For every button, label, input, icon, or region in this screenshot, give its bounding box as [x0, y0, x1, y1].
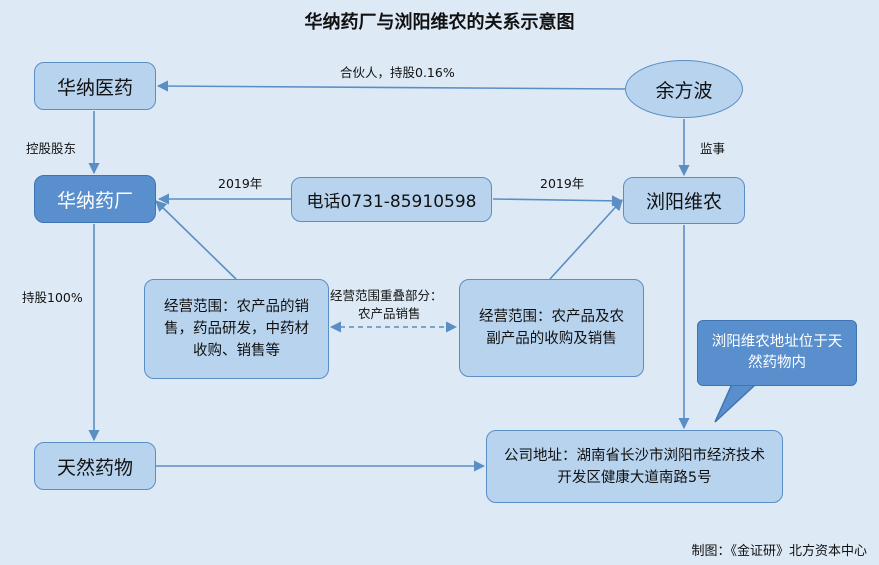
label-year-right: 2019年 — [540, 176, 585, 191]
node-yu-fangbo: 余方波 — [625, 60, 743, 118]
callout-note: 浏阳维农地址位于天然药物内 — [697, 320, 857, 386]
footer-credit: 制图：《金证研》北方资本中心 — [691, 544, 867, 559]
arrow-scope-weinong — [549, 199, 623, 280]
page-title: 华纳药厂与浏阳维农的关系示意图 — [304, 12, 575, 33]
label-year-left: 2019年 — [218, 176, 263, 191]
node-liuyang-weinong: 浏阳维农 — [623, 177, 745, 224]
node-address: 公司地址：湖南省长沙市浏阳市经济技术开发区健康大道南路5号 — [486, 430, 783, 503]
label-controlling: 控股股东 — [26, 141, 77, 156]
node-tianran-yaowu: 天然药物 — [34, 442, 156, 490]
node-scope-huana: 经营范围：农产品的销售，药品研发，中药材收购、销售等 — [144, 279, 329, 379]
label-hold100: 持股100% — [22, 290, 83, 305]
label-supervisor: 监事 — [700, 141, 726, 156]
label-overlap-line1: 经营范围重叠部分： — [330, 288, 443, 303]
arrow-partner — [156, 80, 626, 92]
node-phone: 电话0731-85910598 — [291, 177, 492, 222]
node-scope-weinong: 经营范围：农产品及农副产品的收购及销售 — [459, 279, 644, 377]
callout-tail — [714, 383, 758, 423]
arrow-phone-weinong — [492, 195, 624, 207]
label-overlap-line2: 农产品销售 — [358, 306, 421, 321]
label-partner: 合伙人，持股0.16% — [340, 65, 455, 80]
node-huana-yaochang: 华纳药厂 — [34, 175, 156, 223]
node-huana-yiyao: 华纳医药 — [34, 62, 156, 110]
arrow-scope-huana — [155, 200, 237, 280]
